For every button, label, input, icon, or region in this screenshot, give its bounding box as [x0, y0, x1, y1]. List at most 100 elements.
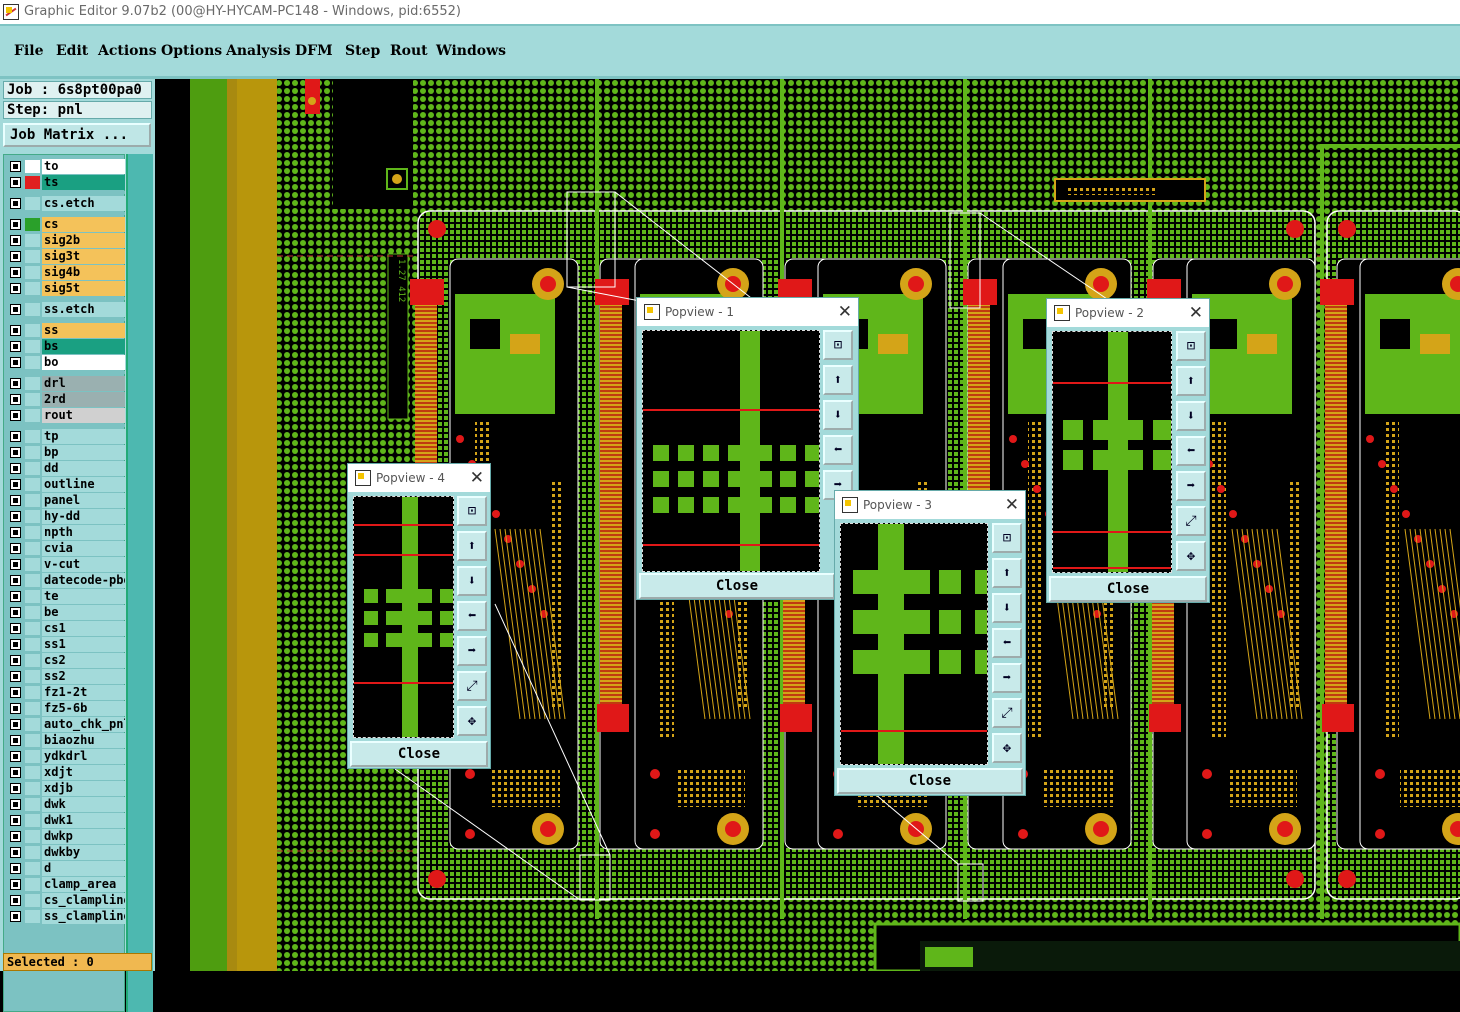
- layer-checkbox[interactable]: [10, 394, 21, 405]
- layer-checkbox[interactable]: [10, 559, 21, 570]
- layer-checkbox[interactable]: [10, 735, 21, 746]
- layer-name[interactable]: cs1: [42, 621, 125, 636]
- layer-checkbox[interactable]: [10, 623, 21, 634]
- layer-checkbox[interactable]: [10, 543, 21, 554]
- layer-checkbox[interactable]: [10, 575, 21, 586]
- layer-checkbox[interactable]: [10, 431, 21, 442]
- layer-active-swatch[interactable]: [25, 446, 40, 459]
- layer-checkbox[interactable]: [10, 783, 21, 794]
- layer-active-swatch[interactable]: [25, 638, 40, 651]
- layer-row-ydkdrl[interactable]: ydkdrl: [7, 749, 125, 764]
- menu-file[interactable]: File: [14, 43, 44, 59]
- layer-active-swatch[interactable]: [25, 846, 40, 859]
- layer-row-outline[interactable]: outline: [7, 477, 125, 492]
- layer-row-be[interactable]: be: [7, 605, 125, 620]
- layer-active-swatch[interactable]: [25, 282, 40, 295]
- layer-name[interactable]: dwk: [42, 797, 125, 812]
- layer-row-bo[interactable]: bo: [7, 355, 125, 370]
- layer-active-swatch[interactable]: [25, 430, 40, 443]
- layer-name[interactable]: outline: [42, 477, 125, 492]
- popview-2-pan-left-icon[interactable]: ⬅: [1176, 436, 1206, 466]
- popview-3-close-icon[interactable]: ✕: [1004, 495, 1019, 515]
- layer-active-swatch[interactable]: [25, 894, 40, 907]
- popview-4[interactable]: Popview - 4 ✕ ⊡ ⬆ ⬇ ⬅ ➡ ⤢ ✥: [347, 463, 491, 769]
- layer-checkbox[interactable]: [10, 447, 21, 458]
- layer-active-swatch[interactable]: [25, 197, 40, 210]
- layer-checkbox[interactable]: [10, 671, 21, 682]
- layer-active-swatch[interactable]: [25, 510, 40, 523]
- layer-name[interactable]: be: [42, 605, 125, 620]
- layer-row-dwk[interactable]: dwk: [7, 797, 125, 812]
- layer-row-te[interactable]: te: [7, 589, 125, 604]
- layer-active-swatch[interactable]: [25, 160, 40, 173]
- popview-3-titlebar[interactable]: Popview - 3 ✕: [835, 491, 1025, 519]
- layer-checkbox[interactable]: [10, 879, 21, 890]
- layer-checkbox[interactable]: [10, 410, 21, 421]
- layer-row-dwk1[interactable]: dwk1: [7, 813, 125, 828]
- popview-1-zoom-fit-icon[interactable]: ⊡: [823, 330, 853, 360]
- layer-active-swatch[interactable]: [25, 910, 40, 923]
- layer-active-swatch[interactable]: [25, 654, 40, 667]
- layer-checkbox[interactable]: [10, 847, 21, 858]
- layer-active-swatch[interactable]: [25, 218, 40, 231]
- layer-checkbox[interactable]: [10, 198, 21, 209]
- layer-checkbox[interactable]: [10, 357, 21, 368]
- layer-row-npth[interactable]: npth: [7, 525, 125, 540]
- layer-checkbox[interactable]: [10, 767, 21, 778]
- layer-active-swatch[interactable]: [25, 542, 40, 555]
- layer-name[interactable]: cs2: [42, 653, 125, 668]
- layer-checkbox[interactable]: [10, 378, 21, 389]
- layer-active-swatch[interactable]: [25, 766, 40, 779]
- popview-1-pan-down-icon[interactable]: ⬇: [823, 400, 853, 430]
- layer-active-swatch[interactable]: [25, 303, 40, 316]
- layer-list-scrollbar[interactable]: [126, 154, 153, 1012]
- layer-name[interactable]: cs.etch: [42, 196, 125, 211]
- layer-name[interactable]: dwkby: [42, 845, 125, 860]
- layer-active-swatch[interactable]: [25, 590, 40, 603]
- layer-active-swatch[interactable]: [25, 409, 40, 422]
- layer-checkbox[interactable]: [10, 251, 21, 262]
- layer-checkbox[interactable]: [10, 177, 21, 188]
- popview-2[interactable]: Popview - 2 ✕ ⊡ ⬆ ⬇ ⬅ ➡ ⤢ ✥ Close: [1046, 298, 1210, 603]
- menu-dfm[interactable]: DFM: [295, 43, 333, 59]
- layer-name[interactable]: ydkdrl: [42, 749, 125, 764]
- popview-4-pan-down-icon[interactable]: ⬇: [457, 566, 487, 596]
- layer-name[interactable]: dd: [42, 461, 125, 476]
- layer-row-to[interactable]: to: [7, 159, 125, 174]
- layer-active-swatch[interactable]: [25, 558, 40, 571]
- layer-name[interactable]: datecode-pbe: [42, 573, 125, 588]
- layer-checkbox[interactable]: [10, 341, 21, 352]
- layer-checkbox[interactable]: [10, 703, 21, 714]
- layer-row-biaozhu[interactable]: biaozhu: [7, 733, 125, 748]
- layer-checkbox[interactable]: [10, 895, 21, 906]
- layer-checkbox[interactable]: [10, 235, 21, 246]
- layer-active-swatch[interactable]: [25, 878, 40, 891]
- popview-3-view[interactable]: [840, 523, 988, 765]
- layer-active-swatch[interactable]: [25, 782, 40, 795]
- layer-checkbox[interactable]: [10, 463, 21, 474]
- popview-1[interactable]: Popview - 1 ✕ ⊡ ⬆ ⬇ ⬅ ➡ Close: [636, 297, 859, 600]
- layer-name[interactable]: bs: [42, 339, 125, 354]
- layer-checkbox[interactable]: [10, 639, 21, 650]
- layer-name[interactable]: dwkp: [42, 829, 125, 844]
- layer-active-swatch[interactable]: [25, 750, 40, 763]
- layer-checkbox[interactable]: [10, 495, 21, 506]
- layer-name[interactable]: fz1-2t: [42, 685, 125, 700]
- popview-3-pan-down-icon[interactable]: ⬇: [992, 593, 1022, 623]
- layer-row-fz1-2t[interactable]: fz1-2t: [7, 685, 125, 700]
- layer-active-swatch[interactable]: [25, 702, 40, 715]
- layer-checkbox[interactable]: [10, 527, 21, 538]
- layer-active-swatch[interactable]: [25, 266, 40, 279]
- layer-name[interactable]: ss: [42, 323, 125, 338]
- popview-4-pan-left-icon[interactable]: ⬅: [457, 601, 487, 631]
- popview-4-close-button[interactable]: Close: [350, 741, 488, 767]
- popview-1-pan-up-icon[interactable]: ⬆: [823, 365, 853, 395]
- popview-2-pan-down-icon[interactable]: ⬇: [1176, 401, 1206, 431]
- layer-checkbox[interactable]: [10, 511, 21, 522]
- layer-row-auto_chk_pnl[interactable]: auto_chk_pnl: [7, 717, 125, 732]
- popview-3-pan-right-icon[interactable]: ➡: [992, 663, 1022, 693]
- layer-active-swatch[interactable]: [25, 234, 40, 247]
- layer-row-sig4b[interactable]: sig4b: [7, 265, 125, 280]
- popview-4-titlebar[interactable]: Popview - 4 ✕: [348, 464, 490, 492]
- layer-name[interactable]: ts: [42, 175, 125, 190]
